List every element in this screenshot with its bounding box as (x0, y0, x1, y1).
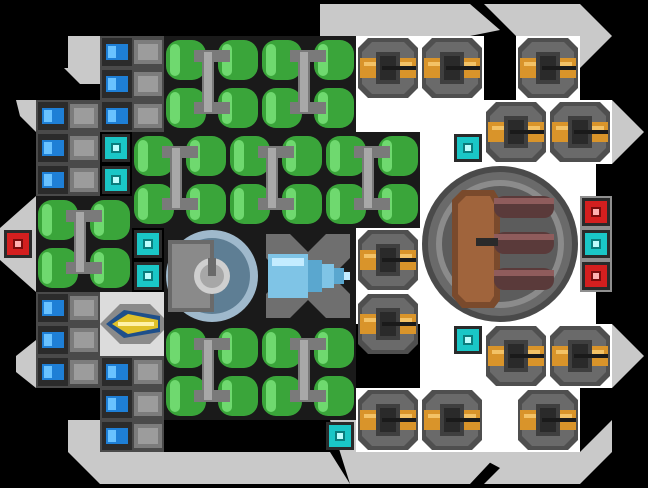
turret (358, 390, 418, 450)
fuel-tank (228, 132, 324, 228)
cyan-node (582, 230, 610, 258)
red-node (582, 262, 610, 290)
turret (486, 102, 546, 162)
cyan-node (102, 166, 130, 194)
thruster-cell (100, 100, 164, 132)
thruster-cell (100, 36, 164, 68)
turret (358, 230, 418, 290)
turret (518, 38, 578, 98)
turret (486, 326, 546, 386)
thruster-cell (100, 420, 164, 452)
thruster-cell (36, 132, 100, 164)
turret (422, 390, 482, 450)
drill-head (260, 228, 356, 324)
turret (518, 390, 578, 450)
thruster-cell (36, 100, 100, 132)
fuel-tank (260, 324, 356, 420)
fuel-tank (164, 36, 260, 132)
red-node (582, 198, 610, 226)
red-node (4, 230, 32, 258)
fuel-tank (132, 132, 228, 228)
thruster-cell (100, 388, 164, 420)
thruster-cell (100, 68, 164, 100)
turret (358, 38, 418, 98)
fuel-tank (260, 36, 356, 132)
turret (550, 326, 610, 386)
core-dome (164, 228, 260, 324)
fuel-tank (36, 196, 132, 292)
fuel-tank (324, 132, 420, 228)
cyan-node (326, 422, 354, 450)
thruster-cell (36, 324, 100, 356)
cyan-node (134, 230, 162, 258)
cyan-node (454, 326, 482, 354)
thruster-cell (36, 356, 100, 388)
turret (422, 38, 482, 98)
cyan-node (102, 134, 130, 162)
fuel-tank (164, 324, 260, 420)
reactor (422, 166, 578, 322)
cyan-node (134, 262, 162, 290)
turret (550, 102, 610, 162)
cyan-node (454, 134, 482, 162)
thruster-cell (36, 292, 100, 324)
cockpit (100, 292, 164, 356)
thruster-cell (100, 356, 164, 388)
turret (358, 294, 418, 354)
thruster-cell (36, 164, 100, 196)
